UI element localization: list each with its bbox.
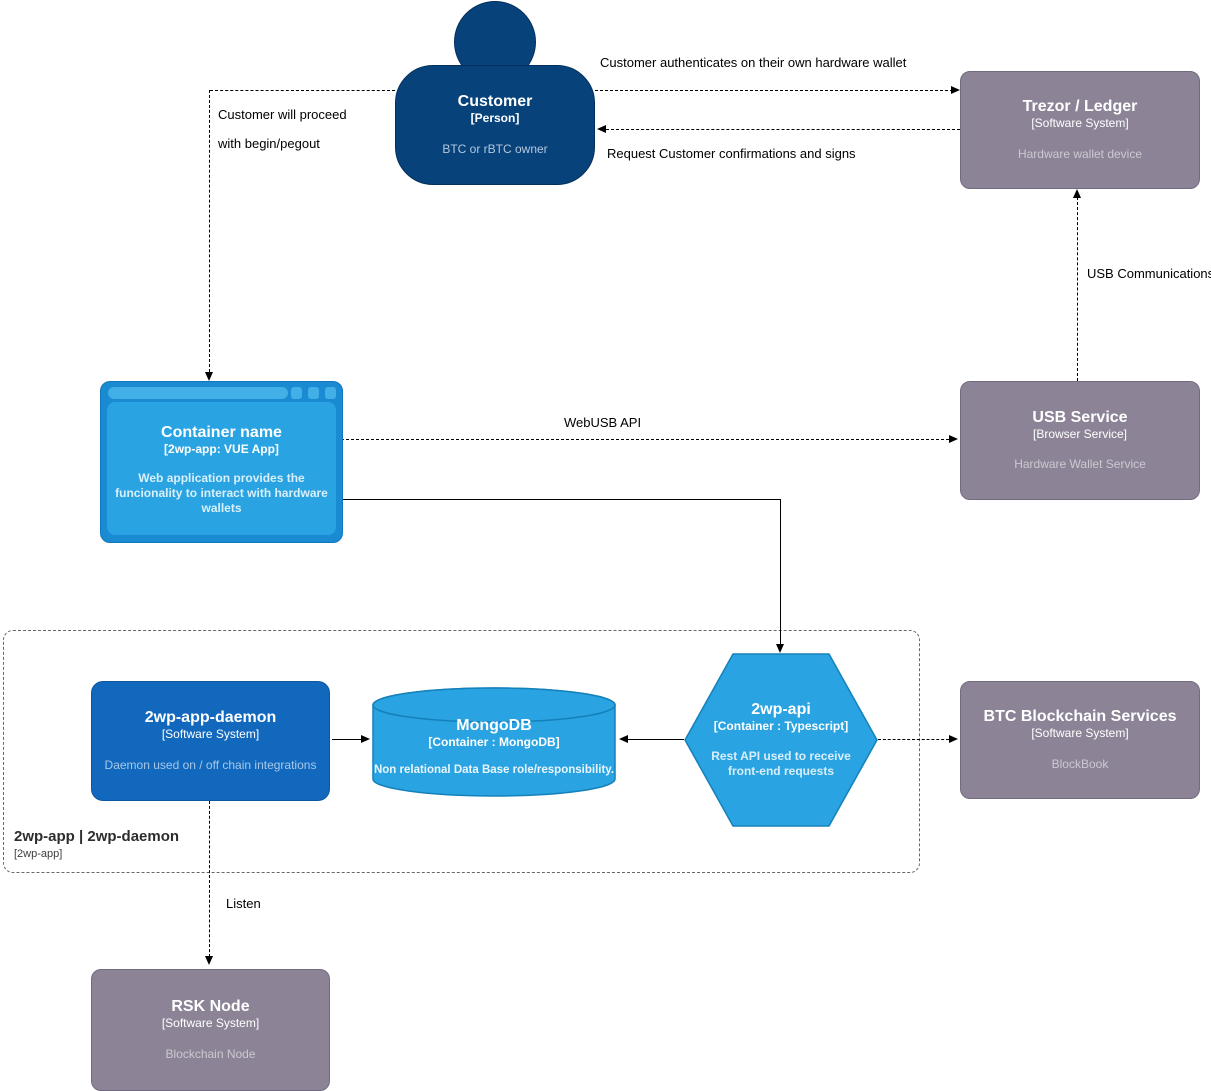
usb-subtitle: [Browser Service]: [1032, 426, 1128, 441]
edge-label-listen: Listen: [226, 896, 261, 911]
edge-container-api-h: [341, 499, 781, 500]
node-btc-blockchain-services: BTC Blockchain Services [Software System…: [960, 681, 1200, 799]
edge-container-api-v: [780, 499, 781, 645]
group-boundary-2wp-app: 2wp-app | 2wp-daemon [2wp-app]: [3, 630, 920, 873]
browser-content: Container name [2wp-app: VUE App] Web ap…: [107, 402, 336, 535]
node-customer: Customer [Person] BTC or rBTC owner: [395, 65, 595, 185]
arrowhead-left-icon: [619, 735, 628, 743]
mongodb-description: Non relational Data Base role/responsibi…: [373, 763, 615, 776]
browser-window-button-icon: [308, 387, 319, 399]
edge-label-authenticates: Customer authenticates on their own hard…: [600, 55, 907, 70]
hexagon-icon: [684, 653, 878, 827]
customer-title: Customer: [457, 93, 533, 110]
edge-customer-container-v: [209, 90, 210, 372]
arrowhead-right-icon: [949, 435, 958, 443]
edge-customer-container-h: [210, 90, 395, 91]
daemon-description: Daemon used on / off chain integrations: [104, 757, 317, 772]
edge-label-proceed-1: Customer will proceed: [218, 107, 347, 122]
arrowhead-right-icon: [951, 86, 960, 94]
boundary-title: 2wp-app | 2wp-daemon: [14, 828, 180, 845]
usb-title: USB Service: [1032, 408, 1128, 426]
rsk-subtitle: [Software System]: [161, 1016, 260, 1031]
node-trezor-ledger: Trezor / Ledger [Software System] Hardwa…: [960, 71, 1200, 189]
container-subtitle: [2wp-app: VUE App]: [164, 442, 279, 457]
node-usb-service: USB Service [Browser Service] Hardware W…: [960, 381, 1200, 500]
btc-description: BlockBook: [1051, 756, 1109, 771]
node-container-name: Container name [2wp-app: VUE App] Web ap…: [100, 381, 343, 543]
arrowhead-down-icon: [776, 644, 784, 653]
edge-api-mongo: [628, 739, 684, 740]
browser-window-button-icon: [325, 387, 336, 399]
node-2wp-app-daemon: 2wp-app-daemon [Software System] Daemon …: [91, 681, 330, 801]
arrowhead-right-icon: [361, 735, 370, 743]
daemon-subtitle: [Software System]: [161, 727, 260, 742]
daemon-title: 2wp-app-daemon: [144, 709, 277, 726]
edge-customer-trezor: [595, 90, 953, 91]
edge-daemon-rsk: [209, 801, 210, 957]
arrowhead-left-icon: [597, 125, 606, 133]
trezor-title: Trezor / Ledger: [1022, 98, 1138, 115]
node-rsk-node: RSK Node [Software System] Blockchain No…: [91, 969, 330, 1091]
api-description: Rest API used to receive front-end reque…: [711, 748, 851, 778]
node-mongodb: MongoDB [Container : MongoDB] Non relati…: [371, 686, 617, 798]
browser-address-bar-icon: [108, 387, 288, 399]
edge-container-usb: [341, 439, 949, 440]
boundary-subtitle: [2wp-app]: [14, 848, 63, 860]
browser-window-button-icon: [291, 387, 302, 399]
edge-label-request: Request Customer confirmations and signs: [607, 146, 856, 161]
mongodb-title: MongoDB: [456, 717, 532, 734]
arrowhead-down-icon: [205, 372, 213, 381]
container-description: Web application provides the funcionalit…: [115, 470, 328, 515]
edge-api-btc: [878, 739, 949, 740]
node-2wp-api: 2wp-api [Container : Typescript] Rest AP…: [684, 653, 878, 827]
rsk-description: Blockchain Node: [165, 1046, 256, 1061]
arrowhead-down-icon: [205, 956, 213, 965]
edge-daemon-mongo: [332, 739, 362, 740]
edge-usb-trezor: [1077, 197, 1078, 381]
mongodb-subtitle: [Container : MongoDB]: [428, 735, 560, 750]
api-subtitle: [Container : Typescript]: [713, 719, 849, 734]
trezor-description: Hardware wallet device: [1017, 146, 1143, 161]
usb-description: Hardware Wallet Service: [1014, 457, 1146, 472]
trezor-subtitle: [Software System]: [1031, 116, 1129, 131]
edge-trezor-customer: [606, 129, 960, 130]
api-title: 2wp-api: [751, 701, 811, 718]
btc-subtitle: [Software System]: [1031, 726, 1129, 741]
cylinder-icon: [372, 687, 616, 797]
edge-label-webusb: WebUSB API: [564, 415, 642, 430]
arrowhead-up-icon: [1073, 189, 1081, 198]
customer-description: BTC or rBTC owner: [442, 141, 548, 156]
container-title: Container name: [161, 424, 282, 441]
edge-label-proceed-2: with begin/pegout: [218, 136, 320, 151]
btc-title: BTC Blockchain Services: [983, 708, 1177, 725]
edge-label-usb-communications: USB Communications: [1087, 266, 1211, 281]
rsk-title: RSK Node: [171, 998, 250, 1015]
customer-subtitle: [Person]: [470, 111, 520, 126]
arrowhead-right-icon: [949, 735, 958, 743]
